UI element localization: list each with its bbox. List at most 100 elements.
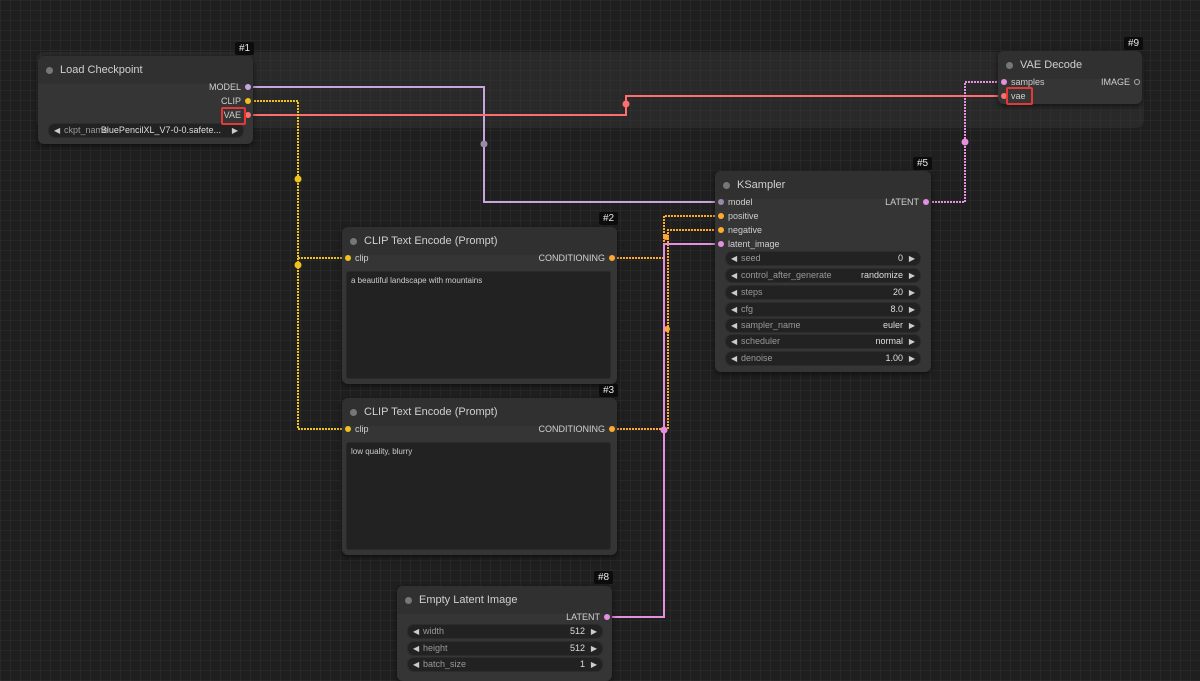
node-load-checkpoint[interactable]: Load Checkpoint MODEL CLIP VAE ◀ ckpt_na… bbox=[38, 56, 253, 144]
collapse-dot-icon[interactable] bbox=[405, 597, 412, 604]
arrow-left-icon[interactable]: ◀ bbox=[731, 354, 738, 363]
output-pin-icon[interactable] bbox=[609, 255, 615, 261]
input-negative[interactable]: negative bbox=[718, 223, 763, 237]
node-vae-decode[interactable]: VAE Decode samples vae IMAGE bbox=[998, 51, 1142, 104]
output-latent[interactable]: LATENT bbox=[566, 610, 610, 624]
node-title-text: KSampler bbox=[737, 179, 786, 191]
input-pin-icon[interactable] bbox=[718, 199, 724, 205]
collapse-dot-icon[interactable] bbox=[46, 67, 53, 74]
input-positive[interactable]: positive bbox=[718, 209, 759, 223]
arrow-left-icon[interactable]: ◀ bbox=[731, 271, 738, 280]
prompt-text-input[interactable]: low quality, blurry bbox=[346, 442, 611, 550]
node-title-text: Empty Latent Image bbox=[419, 594, 518, 606]
input-label: positive bbox=[728, 211, 759, 221]
arrow-right-icon[interactable]: ▶ bbox=[590, 627, 597, 636]
collapse-dot-icon[interactable] bbox=[1006, 62, 1013, 69]
node-title[interactable]: CLIP Text Encode (Prompt) bbox=[342, 227, 617, 255]
input-label: clip bbox=[355, 253, 369, 263]
input-vae[interactable]: vae bbox=[1001, 89, 1026, 103]
widget-ckpt-name[interactable]: ◀ ckpt_name BluePencilXL_V7-0-0.safete..… bbox=[48, 123, 244, 138]
arrow-left-icon[interactable]: ◀ bbox=[731, 337, 738, 346]
node-id-empty-latent: #8 bbox=[594, 571, 614, 584]
output-image[interactable]: IMAGE bbox=[1101, 75, 1140, 89]
arrow-right-icon[interactable]: ▶ bbox=[590, 644, 597, 653]
arrow-right-icon[interactable]: ▶ bbox=[908, 321, 915, 330]
arrow-left-icon[interactable]: ◀ bbox=[731, 305, 738, 314]
input-pin-icon[interactable] bbox=[718, 241, 724, 247]
arrow-right-icon[interactable]: ▶ bbox=[908, 254, 915, 263]
output-label: LATENT bbox=[566, 612, 600, 622]
arrow-left-icon[interactable]: ◀ bbox=[731, 254, 738, 263]
collapse-dot-icon[interactable] bbox=[723, 182, 730, 189]
output-clip[interactable]: CLIP bbox=[221, 94, 251, 108]
node-title[interactable]: Load Checkpoint bbox=[38, 56, 253, 84]
input-samples[interactable]: samples bbox=[1001, 75, 1045, 89]
arrow-left-icon[interactable]: ◀ bbox=[413, 644, 420, 653]
collapse-dot-icon[interactable] bbox=[350, 409, 357, 416]
collapse-dot-icon[interactable] bbox=[350, 238, 357, 245]
node-ksampler[interactable]: KSampler model positive negative latent_… bbox=[715, 171, 931, 372]
output-label: CONDITIONING bbox=[538, 424, 606, 434]
input-clip[interactable]: clip bbox=[345, 422, 369, 436]
arrow-right-icon[interactable]: ▶ bbox=[908, 288, 915, 297]
widget-value: 512 bbox=[569, 643, 585, 653]
node-title-text: CLIP Text Encode (Prompt) bbox=[364, 235, 498, 247]
node-title[interactable]: VAE Decode bbox=[998, 51, 1142, 79]
node-clip-text-encode-positive[interactable]: CLIP Text Encode (Prompt) clip CONDITION… bbox=[342, 227, 617, 384]
arrow-left-icon[interactable]: ◀ bbox=[731, 288, 738, 297]
prompt-text-input[interactable]: a beautiful landscape with mountains bbox=[346, 271, 611, 379]
node-clip-text-encode-negative[interactable]: CLIP Text Encode (Prompt) clip CONDITION… bbox=[342, 398, 617, 555]
input-pin-icon[interactable] bbox=[1001, 93, 1007, 99]
arrow-right-icon[interactable]: ▶ bbox=[590, 660, 597, 669]
output-pin-icon[interactable] bbox=[245, 84, 251, 90]
input-latent-image[interactable]: latent_image bbox=[718, 237, 780, 251]
output-pin-icon[interactable] bbox=[245, 98, 251, 104]
arrow-left-icon[interactable]: ◀ bbox=[413, 627, 420, 636]
arrow-left-icon[interactable]: ◀ bbox=[54, 126, 61, 135]
output-conditioning[interactable]: CONDITIONING bbox=[539, 251, 615, 265]
arrow-left-icon[interactable]: ◀ bbox=[731, 321, 738, 330]
arrow-right-icon[interactable]: ▶ bbox=[908, 305, 915, 314]
input-pin-icon[interactable] bbox=[345, 426, 351, 432]
input-pin-icon[interactable] bbox=[345, 255, 351, 261]
output-latent[interactable]: LATENT bbox=[885, 195, 929, 209]
output-pin-icon[interactable] bbox=[609, 426, 615, 432]
input-pin-icon[interactable] bbox=[718, 227, 724, 233]
input-clip[interactable]: clip bbox=[345, 251, 369, 265]
output-pin-icon[interactable] bbox=[923, 199, 929, 205]
node-id-vae-decode: #9 bbox=[1124, 37, 1144, 50]
node-title[interactable]: KSampler bbox=[715, 171, 931, 199]
output-pin-icon[interactable] bbox=[1134, 79, 1140, 85]
widget-label: batch_size bbox=[423, 659, 467, 669]
widget-value: BluePencilXL_V7-0-0.safete... bbox=[100, 125, 221, 135]
arrow-left-icon[interactable]: ◀ bbox=[413, 660, 420, 669]
wire-clip-reroute-1 bbox=[294, 175, 302, 183]
arrow-right-icon[interactable]: ▶ bbox=[908, 271, 915, 280]
wire-positive bbox=[611, 215, 720, 259]
arrow-right-icon[interactable]: ▶ bbox=[231, 126, 238, 135]
output-pin-icon[interactable] bbox=[604, 614, 610, 620]
node-title-text: CLIP Text Encode (Prompt) bbox=[364, 406, 498, 418]
input-label: clip bbox=[355, 424, 369, 434]
node-title[interactable]: Empty Latent Image bbox=[397, 586, 612, 614]
output-conditioning[interactable]: CONDITIONING bbox=[538, 422, 615, 436]
node-title[interactable]: CLIP Text Encode (Prompt) bbox=[342, 398, 617, 426]
input-pin-icon[interactable] bbox=[1001, 79, 1007, 85]
output-model[interactable]: MODEL bbox=[209, 80, 251, 94]
arrow-right-icon[interactable]: ▶ bbox=[908, 337, 915, 346]
input-pin-icon[interactable] bbox=[718, 213, 724, 219]
arrow-right-icon[interactable]: ▶ bbox=[908, 354, 915, 363]
input-model[interactable]: model bbox=[718, 195, 753, 209]
input-label: negative bbox=[728, 225, 763, 235]
